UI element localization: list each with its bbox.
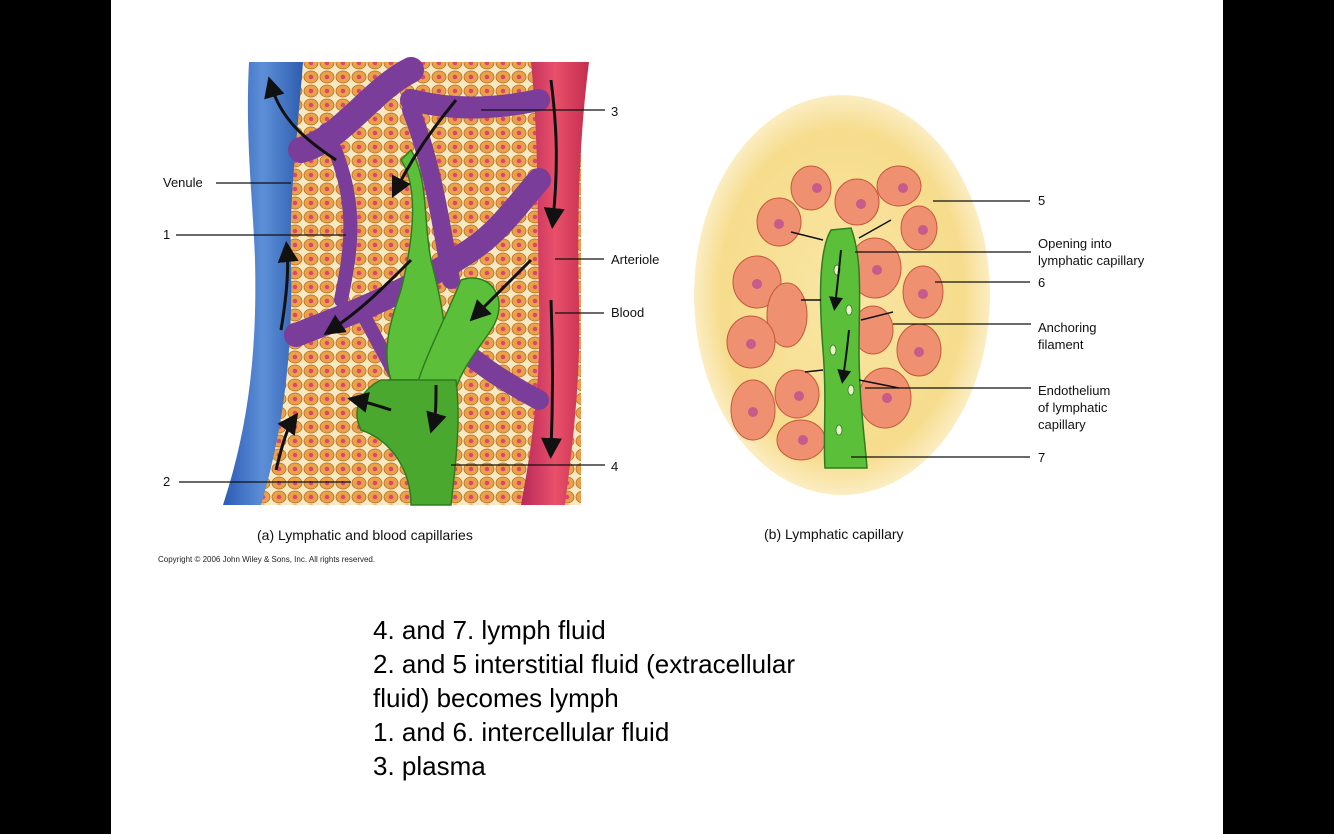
label-endothelium-line3: capillary [1038,417,1086,432]
label-endothelium-line1: Endothelium [1038,383,1111,398]
label-number-4: 4 [611,459,619,474]
leader-lines-a [176,109,605,483]
leader-lines-b [851,200,1031,458]
flow-arrows-a [264,76,565,471]
label-number-3: 3 [611,104,619,119]
answer-line: 3. plasma [373,751,486,781]
cell-nuclei-b [746,183,928,445]
label-anchoring-line2: filament [1038,337,1084,352]
answer-line: 1. and 6. intercellular fluid [373,717,670,747]
answer-line: 2. and 5 interstitial fluid (extracellul… [373,649,795,679]
answer-list: 4. and 7. lymph fluid 2. and 5 interstit… [373,613,795,783]
answer-line: 4. and 7. lymph fluid [373,615,606,645]
panel-a-illustration [223,57,589,506]
caption-panel-a: (a) Lymphatic and blood capillaries [257,527,473,543]
label-number-6: 6 [1038,275,1046,290]
label-anchoring-line1: Anchoring [1038,320,1097,335]
venule-vessel [223,62,303,505]
label-opening-line2: lymphatic capillary [1038,253,1145,268]
lymphatic-capillary-b [819,227,868,469]
label-number-7: 7 [1038,450,1046,465]
label-blood: Blood [611,305,645,320]
slide: Venule 1 2 3 Arteriole Blood 4 (a) Lymph… [111,0,1223,834]
label-opening-line1: Opening into [1038,236,1112,251]
label-endothelium-line2: of lymphatic [1038,400,1108,415]
label-arteriole: Arteriole [611,252,660,267]
caption-panel-b: (b) Lymphatic capillary [764,526,904,542]
label-venule: Venule [163,175,203,190]
flow-arrows-b [829,249,852,384]
panel-b-illustration [694,95,990,495]
copyright-notice: Copyright © 2006 John Wiley & Sons, Inc.… [158,555,376,564]
lymphatic-diagram [176,57,1031,506]
label-number-5: 5 [1038,193,1046,208]
label-number-2: 2 [163,474,171,489]
answer-line: fluid) becomes lymph [373,683,619,713]
label-number-1: 1 [163,227,171,242]
anchoring-filaments-b [790,219,900,389]
